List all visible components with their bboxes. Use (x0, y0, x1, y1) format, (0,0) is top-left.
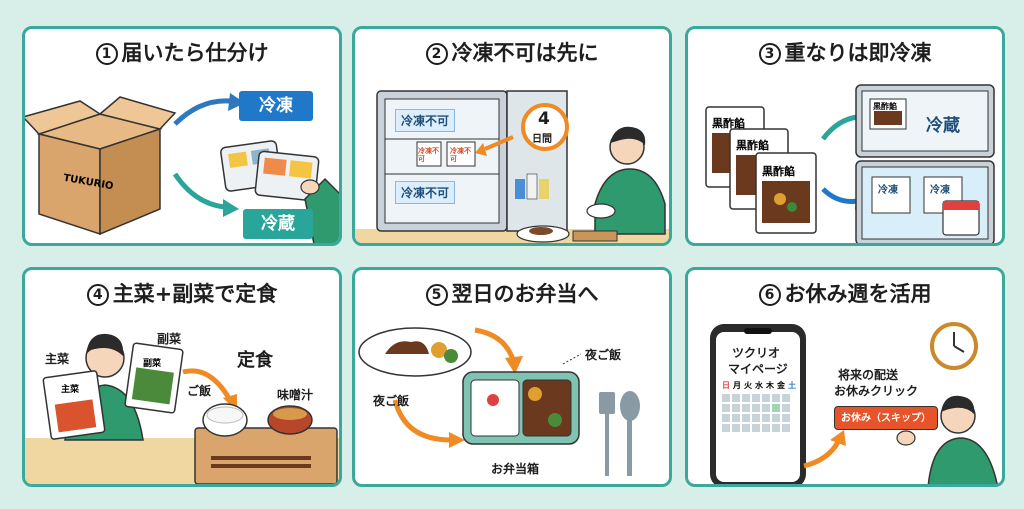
days-badge-number: 4 (538, 109, 550, 129)
sorting-illustration (25, 93, 339, 243)
skip-week-illustration (710, 322, 998, 484)
calendar-cell[interactable] (742, 404, 750, 412)
calendar-cell[interactable] (762, 414, 770, 422)
fridge-illustration (355, 90, 669, 243)
calendar-cell[interactable] (782, 394, 790, 402)
weekday-tue: 火 (744, 381, 752, 390)
calendar-cell[interactable] (772, 414, 780, 422)
fridge-sign: 冷蔵 (243, 209, 313, 239)
weekday-wed: 水 (755, 381, 763, 390)
overlap-illustration (705, 84, 995, 243)
calendar-cell[interactable] (782, 424, 790, 432)
calendar-cell[interactable] (782, 404, 790, 412)
pack-label-a: 冷凍不可 (418, 147, 439, 163)
calendar-cell[interactable] (762, 424, 770, 432)
pack-label-b: 冷凍不可 (450, 147, 471, 163)
app-title-2: マイページ (728, 362, 788, 376)
calendar-cell[interactable] (772, 394, 780, 402)
calendar-cell[interactable] (742, 424, 750, 432)
calendar-weekdays: 日 月 火 水 木 金 土 (722, 380, 796, 391)
calendar-cell[interactable] (732, 414, 740, 422)
calendar-cell[interactable] (722, 414, 730, 422)
pack-label-2: 黒酢餡 (736, 139, 769, 152)
fridge-label: 冷蔵 (926, 116, 960, 136)
calendar-cell[interactable] (732, 424, 740, 432)
calendar-cell[interactable] (732, 394, 740, 402)
frozen-sign: 冷凍 (239, 91, 313, 121)
side-pack-label: 副菜 (143, 359, 162, 369)
shelf-label-top: 冷凍不可 (395, 109, 456, 132)
calendar-cell[interactable] (752, 404, 760, 412)
weekday-thu: 木 (766, 381, 774, 390)
rice-label: ご飯 (187, 384, 212, 398)
calendar-cell[interactable] (752, 424, 760, 432)
calendar-cell[interactable] (722, 394, 730, 402)
soup-label: 味噌汁 (277, 388, 314, 402)
dinner-label-right: 夜ご飯 (585, 348, 622, 362)
main-dish-label: 主菜 (45, 352, 70, 366)
calendar-cell[interactable] (722, 404, 730, 412)
bento-box-label: お弁当箱 (491, 462, 540, 476)
pack-label-1: 黒酢餡 (712, 117, 745, 130)
calendar-cell[interactable] (722, 424, 730, 432)
freezer-label-a: 冷凍 (878, 185, 898, 196)
fridge-pack-label: 黒酢餡 (873, 102, 897, 111)
calendar-cell[interactable] (772, 424, 780, 432)
set-meal-label: 定食 (237, 350, 273, 371)
calendar-grid (722, 394, 794, 432)
days-badge-unit: 日間 (532, 134, 552, 145)
calendar-cell[interactable] (762, 394, 770, 402)
bento-illustration (358, 327, 640, 476)
side-dish-label: 副菜 (157, 332, 182, 346)
future-delivery-note: 将来の配送 (838, 368, 899, 382)
calendar-cell[interactable] (742, 394, 750, 402)
pack-label-3: 黒酢餡 (762, 165, 795, 178)
calendar-cell[interactable] (762, 404, 770, 412)
weekday-sun: 日 (722, 381, 730, 390)
skip-button[interactable]: お休み（スキップ） (834, 406, 938, 430)
weekday-mon: 月 (733, 381, 741, 390)
calendar-cell[interactable] (772, 404, 780, 412)
calendar-cell[interactable] (732, 404, 740, 412)
calendar-cell[interactable] (742, 414, 750, 422)
main-pack-label: 主菜 (61, 385, 80, 395)
calendar-cell[interactable] (782, 414, 790, 422)
calendar-cell[interactable] (752, 414, 760, 422)
skip-click-note: お休みクリック (834, 384, 919, 398)
shelf-label-bottom: 冷凍不可 (395, 181, 456, 204)
app-title-1: ツクリオ (732, 346, 781, 360)
calendar-cell[interactable] (752, 394, 760, 402)
freezer-label-b: 冷凍 (930, 185, 950, 196)
set-meal-illustration (25, 333, 339, 484)
dinner-label-left: 夜ご飯 (373, 394, 410, 408)
weekday-sat: 土 (788, 381, 796, 390)
weekday-fri: 金 (777, 381, 785, 390)
